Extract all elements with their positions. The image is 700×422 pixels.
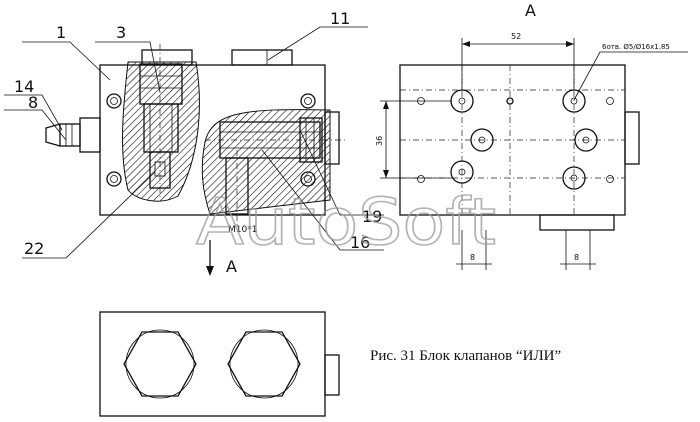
callout-22: 22 [24, 239, 44, 258]
view-a [380, 38, 688, 270]
view-marker-a: A [226, 257, 237, 276]
callout-8: 8 [28, 93, 38, 112]
dim-8-right: 8 [574, 253, 579, 262]
dim-36: 36 [375, 136, 384, 146]
front-section-view [4, 26, 384, 276]
callout-3: 3 [116, 23, 126, 42]
dim-8-left: 8 [470, 253, 475, 262]
figure-caption: Рис. 31 Блок клапанов “ИЛИ” [370, 348, 561, 364]
callout-16: 16 [350, 233, 370, 252]
callout-19: 19 [362, 207, 382, 226]
bottom-view [99, 311, 340, 417]
thread-label: M10*1 [228, 225, 257, 235]
holes-note: 6отв. Ø5/Ø16x1.85 [602, 43, 670, 51]
view-title-a: A [525, 1, 536, 20]
callout-14: 14 [14, 77, 34, 96]
watermark-text: AutoSoft [196, 186, 496, 260]
callout-1: 1 [56, 23, 66, 42]
dim-52: 52 [511, 32, 521, 41]
callout-11: 11 [330, 9, 350, 28]
